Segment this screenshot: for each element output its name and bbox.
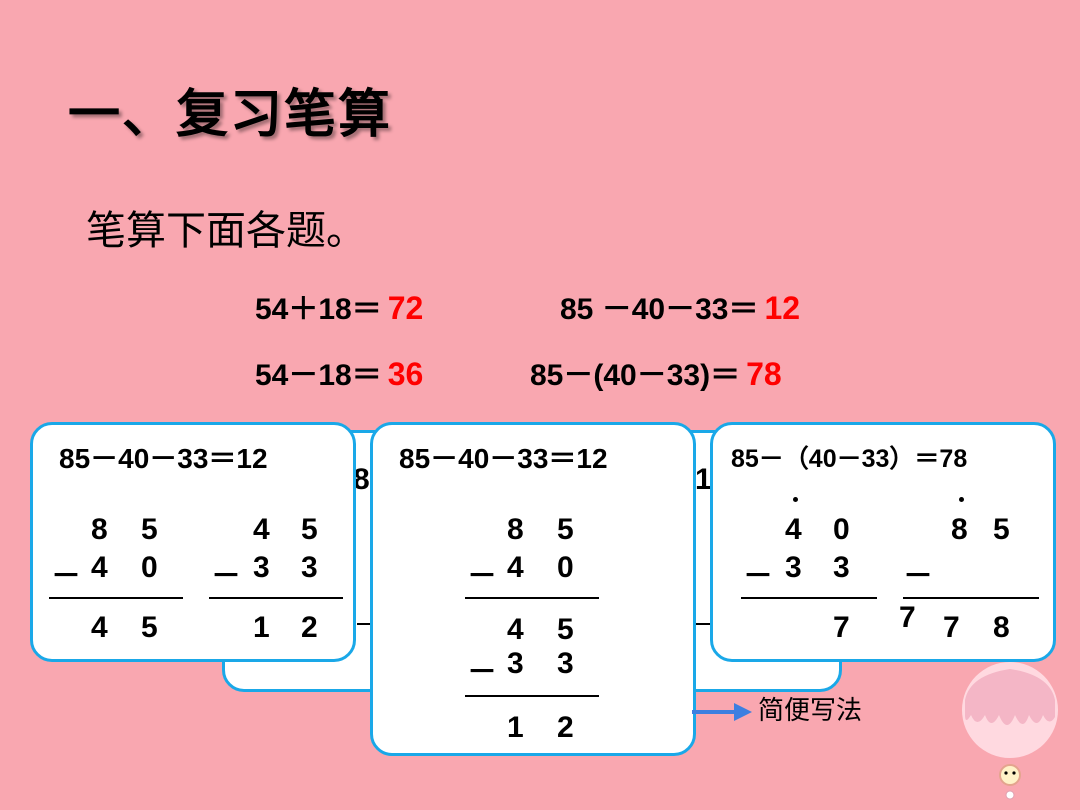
rule-line xyxy=(465,695,599,697)
digit: 4 xyxy=(507,551,524,584)
arrow-right-icon xyxy=(692,703,752,721)
digit: 4 xyxy=(91,551,108,584)
digit: 8 xyxy=(951,513,968,546)
digit: 5 xyxy=(993,513,1010,546)
digit: 5 xyxy=(141,513,158,546)
instruction-text: 笔算下面各题。 xyxy=(86,208,366,254)
digit: 3 xyxy=(253,551,270,584)
equation-3: 54－18＝36 xyxy=(255,350,423,394)
minus-sign: － xyxy=(51,560,81,593)
card-header: 85－40－33＝12 xyxy=(399,443,608,474)
minus-sign: － xyxy=(903,560,933,593)
rule-line xyxy=(695,623,713,625)
rule-line xyxy=(465,597,599,599)
digit: 7 xyxy=(943,611,960,644)
digit: 3 xyxy=(557,647,574,680)
digit: 3 xyxy=(785,551,802,584)
icecream-decoration-icon xyxy=(962,662,1058,800)
rule-line xyxy=(209,597,343,599)
digit: 5 xyxy=(557,513,574,546)
equation-expression: 54－18＝ xyxy=(255,359,382,392)
digit: 4 xyxy=(91,611,108,644)
digit: 7 xyxy=(899,601,916,634)
card-sequential-steps: 85－40－33＝12 8 5 － 4 0 4 5 4 5 － 3 3 1 2 xyxy=(30,422,356,662)
digit: 0 xyxy=(833,513,850,546)
minus-sign: － xyxy=(211,560,241,593)
equation-4: 85－(40－33)＝78 xyxy=(530,350,782,394)
digit: 7 xyxy=(833,611,850,644)
digit: 3 xyxy=(301,551,318,584)
digit: 1 xyxy=(507,711,524,744)
equation-answer: 72 xyxy=(387,290,424,326)
equation-expression: 85 －40－33＝ xyxy=(560,293,759,326)
card-header: 85－40－33＝12 xyxy=(59,443,268,474)
card-header: 85－（40－33）＝78 xyxy=(731,445,968,473)
equation-2: 85 －40－33＝12 xyxy=(560,284,800,328)
digit: 5 xyxy=(557,613,574,646)
equation-answer: 78 xyxy=(746,356,782,392)
minus-sign: － xyxy=(467,560,497,593)
minus-sign: － xyxy=(743,560,773,593)
digit: 4 xyxy=(785,513,802,546)
digit: 2 xyxy=(301,611,318,644)
digit: 0 xyxy=(141,551,158,584)
back-card-text: 8 xyxy=(353,463,370,496)
equation-answer: 12 xyxy=(764,290,801,326)
digit: 1 xyxy=(253,611,270,644)
digit: 8 xyxy=(91,513,108,546)
equation-expression: 85－(40－33)＝ xyxy=(530,359,741,392)
digit: 8 xyxy=(993,611,1010,644)
rule-line xyxy=(357,623,375,625)
equation-answer: 36 xyxy=(387,356,424,392)
equation-expression: 54＋18＝ xyxy=(255,293,382,326)
digit: 3 xyxy=(833,551,850,584)
shortcut-note: 简便写法 xyxy=(758,696,863,726)
digit: 2 xyxy=(557,711,574,744)
digit: 0 xyxy=(557,551,574,584)
rule-line xyxy=(903,597,1039,599)
digit: 4 xyxy=(507,613,524,646)
digit: 5 xyxy=(301,513,318,546)
rule-line xyxy=(741,597,877,599)
minus-sign: － xyxy=(467,656,497,689)
borrow-dot xyxy=(793,497,798,502)
digit: 5 xyxy=(141,611,158,644)
digit: 3 xyxy=(507,647,524,680)
rule-line xyxy=(49,597,183,599)
page-title: 一、复习笔算 xyxy=(68,84,393,145)
borrow-dot xyxy=(959,497,964,502)
card-continuous-steps: 85－40－33＝12 8 5 － 4 0 4 5 － 3 3 1 2 xyxy=(370,422,696,756)
card-parentheses: 85－（40－33）＝78 4 0 － 3 3 7 8 5 － 7 7 8 xyxy=(710,422,1056,662)
digit: 8 xyxy=(507,513,524,546)
equation-1: 54＋18＝72 xyxy=(255,284,423,328)
digit: 4 xyxy=(253,513,270,546)
